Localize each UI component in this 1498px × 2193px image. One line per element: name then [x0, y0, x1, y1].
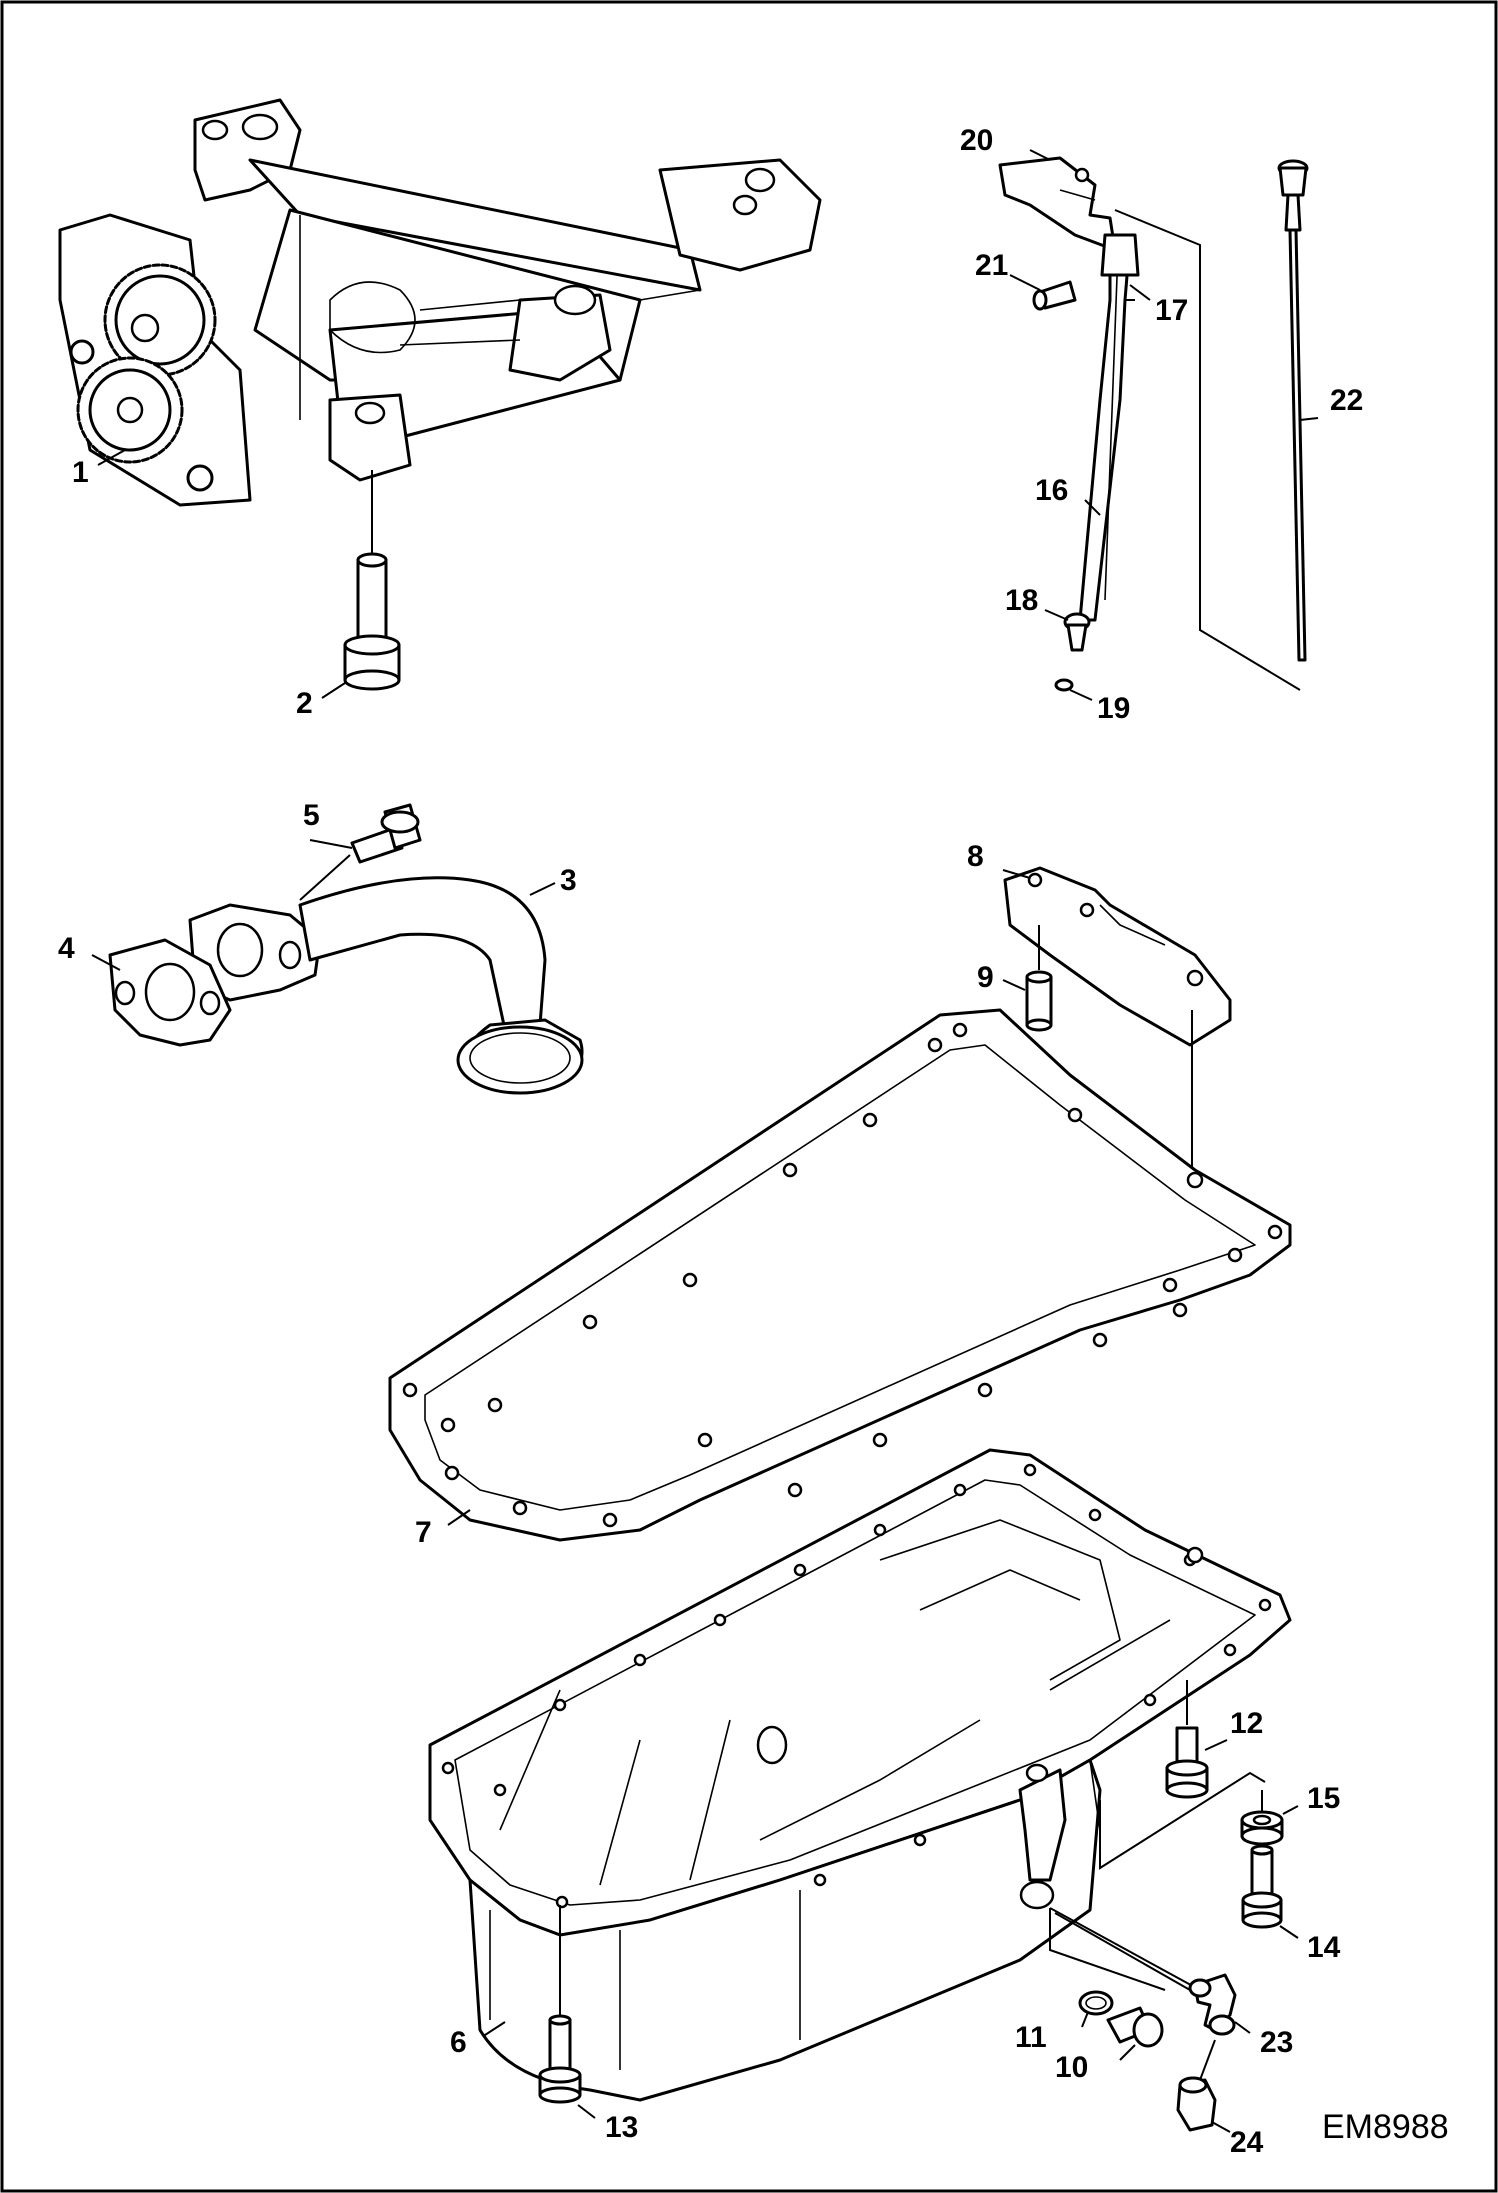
- callout-4: 4: [58, 932, 75, 965]
- elbow-fitting-23: [1188, 1973, 1237, 2036]
- callout-24: 24: [1230, 2126, 1264, 2159]
- callout-12: 12: [1230, 1707, 1263, 1740]
- bolt-13: [538, 2014, 582, 2104]
- callout-16: 16: [1035, 474, 1068, 507]
- callout-19: 19: [1097, 692, 1130, 725]
- cap-nut-24: [1176, 2076, 1217, 2132]
- washer-15: [1240, 1810, 1284, 1846]
- dipstick-leader-box: [1114, 209, 1301, 691]
- callout-23: 23: [1260, 2026, 1293, 2059]
- callout-1: 1: [72, 456, 89, 489]
- oil-pump-assembly: [58, 98, 822, 507]
- callout-6: 6: [450, 2026, 467, 2059]
- dipstick-bracket-20: [998, 156, 1117, 252]
- callout-22: 22: [1330, 384, 1363, 417]
- dipstick-22: [1277, 159, 1309, 662]
- gasket-4: [108, 938, 232, 1047]
- callout-13: 13: [605, 2111, 638, 2144]
- callout-17: 17: [1155, 294, 1188, 327]
- bolt-12: [1165, 1726, 1209, 1799]
- o-ring-11: [1078, 1990, 1114, 2016]
- bridge-8: [1003, 866, 1232, 1047]
- bolt-14: [1241, 1844, 1283, 1929]
- callout-7: 7: [415, 1516, 432, 1549]
- callout-14: 14: [1307, 1931, 1341, 1964]
- bolt-21: [1032, 280, 1077, 311]
- callout-8: 8: [967, 840, 984, 873]
- bolt-2: [343, 552, 401, 691]
- oil-pan-6: [428, 1448, 1292, 2102]
- bolt-9: [1025, 970, 1053, 1032]
- callout-18: 18: [1005, 584, 1038, 617]
- callout-labels: 1 2 3 4 5 6 7 8 9 10 11 12 13 14 15 16 1…: [58, 124, 1363, 2159]
- callout-3: 3: [560, 864, 577, 897]
- seal-18: [1063, 612, 1091, 652]
- callout-10: 10: [1055, 2051, 1088, 2084]
- callout-20: 20: [960, 124, 993, 157]
- callout-leaders: [91, 149, 1319, 2133]
- callout-15: 15: [1307, 1782, 1340, 1815]
- callout-9: 9: [977, 961, 994, 994]
- washer-leader-box: [1099, 1771, 1266, 1870]
- drain-plug-10: [1106, 2006, 1164, 2048]
- callout-11: 11: [1015, 2021, 1047, 2054]
- o-ring-19: [1054, 678, 1074, 692]
- document-code: EM8988: [1322, 2108, 1449, 2146]
- callout-5: 5: [303, 799, 320, 832]
- bolt-5: [350, 803, 422, 864]
- callout-21: 21: [975, 249, 1008, 282]
- drain-leader-box: [1049, 1907, 1201, 1991]
- oil-pan-gasket-7: [388, 1008, 1292, 1542]
- callout-2: 2: [296, 687, 313, 720]
- dipstick-tube-16: [1078, 233, 1140, 622]
- suction-pipe-3: [188, 876, 584, 1095]
